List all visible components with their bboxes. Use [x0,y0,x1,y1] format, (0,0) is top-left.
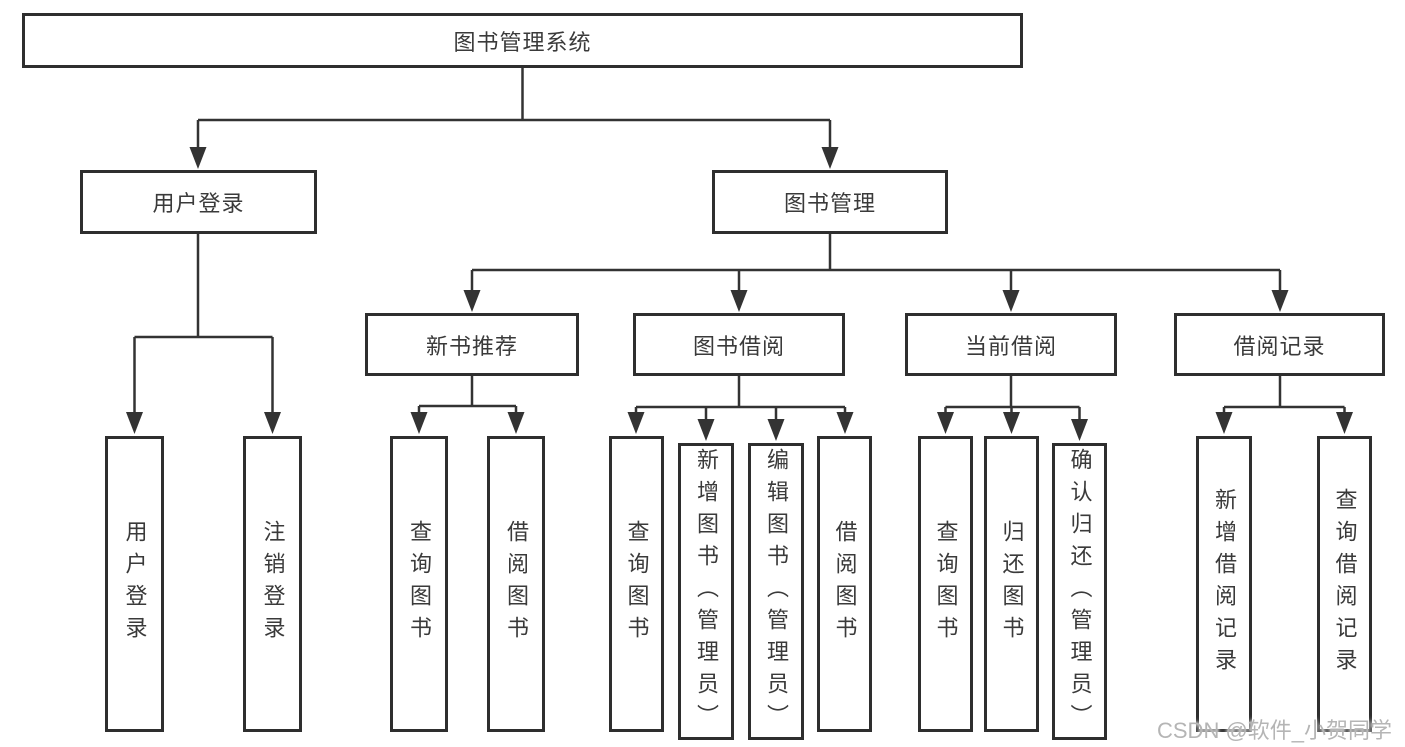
node-book-borrow: 图书借阅 [633,313,845,376]
leaf-current-return-books: 归还图书 [984,436,1039,732]
node-user-login: 用户登录 [80,170,317,234]
leaf-borrow-edit-books-admin: 编辑图书（管理员） [748,443,804,740]
leaf-newbook-borrow-books: 借阅图书 [487,436,545,732]
leaf-borrow-borrow-books-label: 借阅图书 [832,520,858,648]
leaf-user-login: 用户登录 [105,436,164,732]
leaf-current-confirm-return-admin: 确认归还（管理员） [1052,443,1107,740]
leaf-borrow-add-books-admin-label: 新增图书（管理员） [694,447,719,736]
leaf-borrow-query-books: 查询图书 [609,436,664,732]
leaf-borrow-borrow-books: 借阅图书 [817,436,872,732]
leaf-records-add-record: 新增借阅记录 [1196,436,1252,732]
leaf-borrow-query-books-label: 查询图书 [624,520,650,648]
leaf-newbook-borrow-books-label: 借阅图书 [504,520,529,648]
leaf-current-confirm-return-admin-label: 确认归还（管理员） [1067,447,1093,736]
node-current-borrow: 当前借阅 [905,313,1117,376]
leaf-current-query-books-label: 查询图书 [933,520,959,648]
node-current-borrow-label: 当前借阅 [964,333,1057,359]
node-book-management-label: 图书管理 [783,191,876,216]
leaf-current-return-books-label: 归还图书 [999,520,1025,648]
node-new-book-recommend-label: 新书推荐 [425,333,518,359]
node-borrow-records-label: 借阅记录 [1233,333,1326,359]
node-new-book-recommend: 新书推荐 [365,313,579,376]
leaf-records-query-record: 查询借阅记录 [1317,436,1372,732]
node-root: 图书管理系统 [22,13,1023,68]
leaf-user-logout-label: 注销登录 [260,520,286,648]
leaf-newbook-query-books: 查询图书 [390,436,448,732]
node-user-login-label: 用户登录 [152,191,245,216]
leaf-records-add-record-label: 新增借阅记录 [1212,488,1237,680]
node-book-borrow-label: 图书借阅 [692,333,785,359]
leaf-user-logout: 注销登录 [243,436,302,732]
node-book-management: 图书管理 [712,170,948,234]
leaf-borrow-add-books-admin: 新增图书（管理员） [678,443,734,740]
leaf-user-login-label: 用户登录 [122,520,148,648]
leaf-borrow-edit-books-admin-label: 编辑图书（管理员） [764,447,789,736]
leaf-newbook-query-books-label: 查询图书 [407,520,432,648]
leaf-current-query-books: 查询图书 [918,436,973,732]
csdn-watermark: CSDN @软件_小贺同学 [1157,718,1393,743]
leaf-records-query-record-label: 查询借阅记录 [1332,488,1358,680]
node-root-label: 图书管理系统 [453,29,592,55]
node-borrow-records: 借阅记录 [1174,313,1385,376]
